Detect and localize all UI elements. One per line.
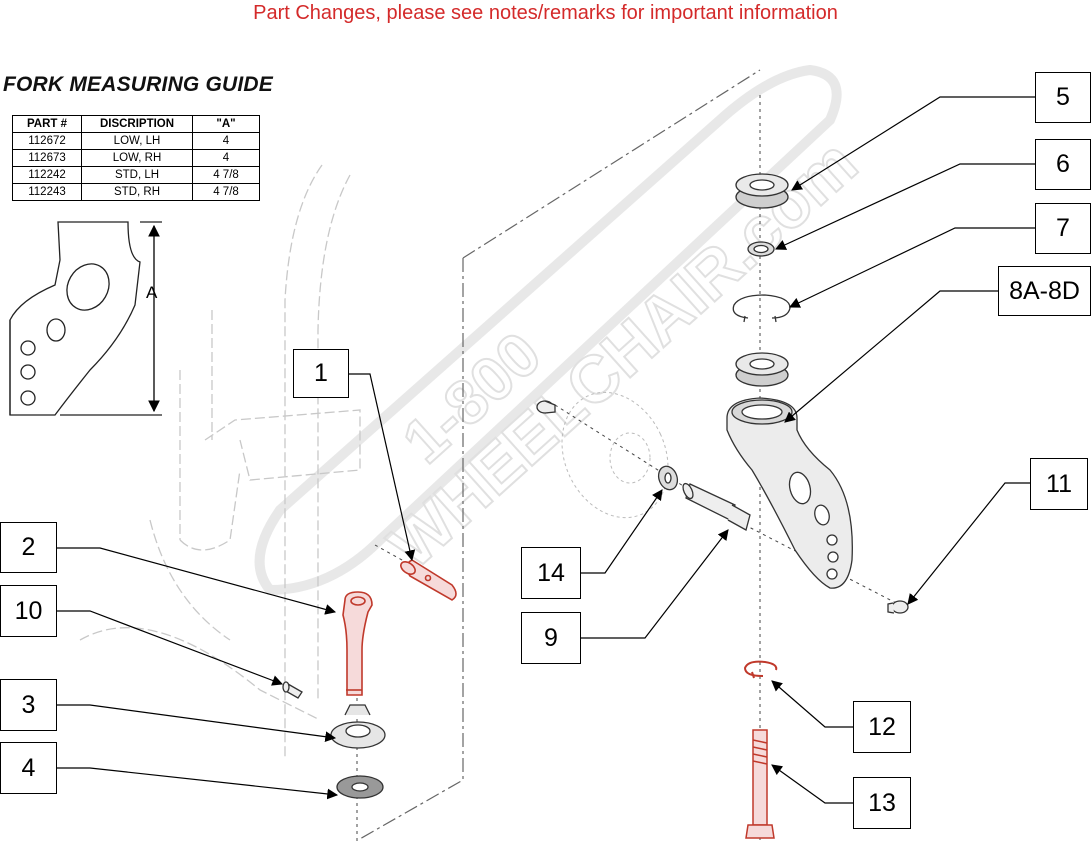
callout-8a-8d: 8A-8D: [998, 266, 1091, 316]
snap-ring-part-7: [732, 294, 791, 323]
washer-part-4: [336, 775, 384, 799]
table-row: 112673 LOW, RH 4: [12, 149, 260, 167]
screw-part-10: [282, 681, 303, 699]
callout-14: 14: [521, 547, 581, 599]
callout-12: 12: [853, 701, 911, 753]
chair-frame-outline: [79, 164, 361, 760]
part-changes-notice: Part Changes, please see notes/remarks f…: [253, 2, 838, 24]
leader-lines: [57, 96, 1035, 804]
mounting-plate-part-3: [330, 704, 386, 749]
cell-description: LOW, RH: [81, 149, 193, 167]
axle-part-9: [682, 482, 751, 531]
washer-part-14: [657, 465, 679, 491]
callout-2: 2: [0, 522, 57, 573]
column-header-description: DISCRIPTION: [81, 115, 193, 133]
wheel-outline: [561, 391, 669, 519]
callout-5: 5: [1035, 72, 1091, 123]
callout-9: 9: [521, 612, 581, 664]
cell-a-value: 4 7/8: [192, 166, 260, 184]
assembly-frame: [357, 69, 761, 841]
spacer-ring-part-6: [747, 241, 775, 257]
bolt-part-11: [887, 600, 909, 614]
clip-part-12: [743, 660, 778, 679]
fork-parts-table: PART # DISCRIPTION "A" 112672 LOW, LH 4 …: [12, 115, 260, 201]
cell-part-number: 112243: [12, 183, 82, 201]
bolt-part-13: [745, 729, 775, 839]
callout-13: 13: [853, 777, 911, 829]
callout-4: 4: [0, 742, 57, 794]
callout-3: 3: [0, 679, 57, 731]
table-row: 112242 STD, LH 4 7/8: [12, 166, 260, 184]
axle-bolt-head: [536, 400, 556, 414]
fork-body-part-8: [726, 352, 853, 589]
callout-1: 1: [293, 349, 349, 398]
fork-stem-part-2: [342, 591, 373, 696]
pin-part-1: [400, 559, 457, 601]
cell-description: STD, RH: [81, 183, 193, 201]
fork-measuring-guide-title: FORK MEASURING GUIDE: [3, 73, 274, 96]
dimension-a-label: A: [146, 283, 158, 302]
cell-a-value: 4 7/8: [192, 183, 260, 201]
callout-7: 7: [1035, 203, 1091, 254]
callout-10: 10: [0, 585, 57, 637]
callout-11: 11: [1030, 458, 1088, 510]
table-row: 112243 STD, RH 4 7/8: [12, 183, 260, 201]
fork-guide-drawing: [9, 221, 162, 416]
bearing-part-5: [735, 173, 789, 209]
callout-6: 6: [1035, 139, 1091, 190]
